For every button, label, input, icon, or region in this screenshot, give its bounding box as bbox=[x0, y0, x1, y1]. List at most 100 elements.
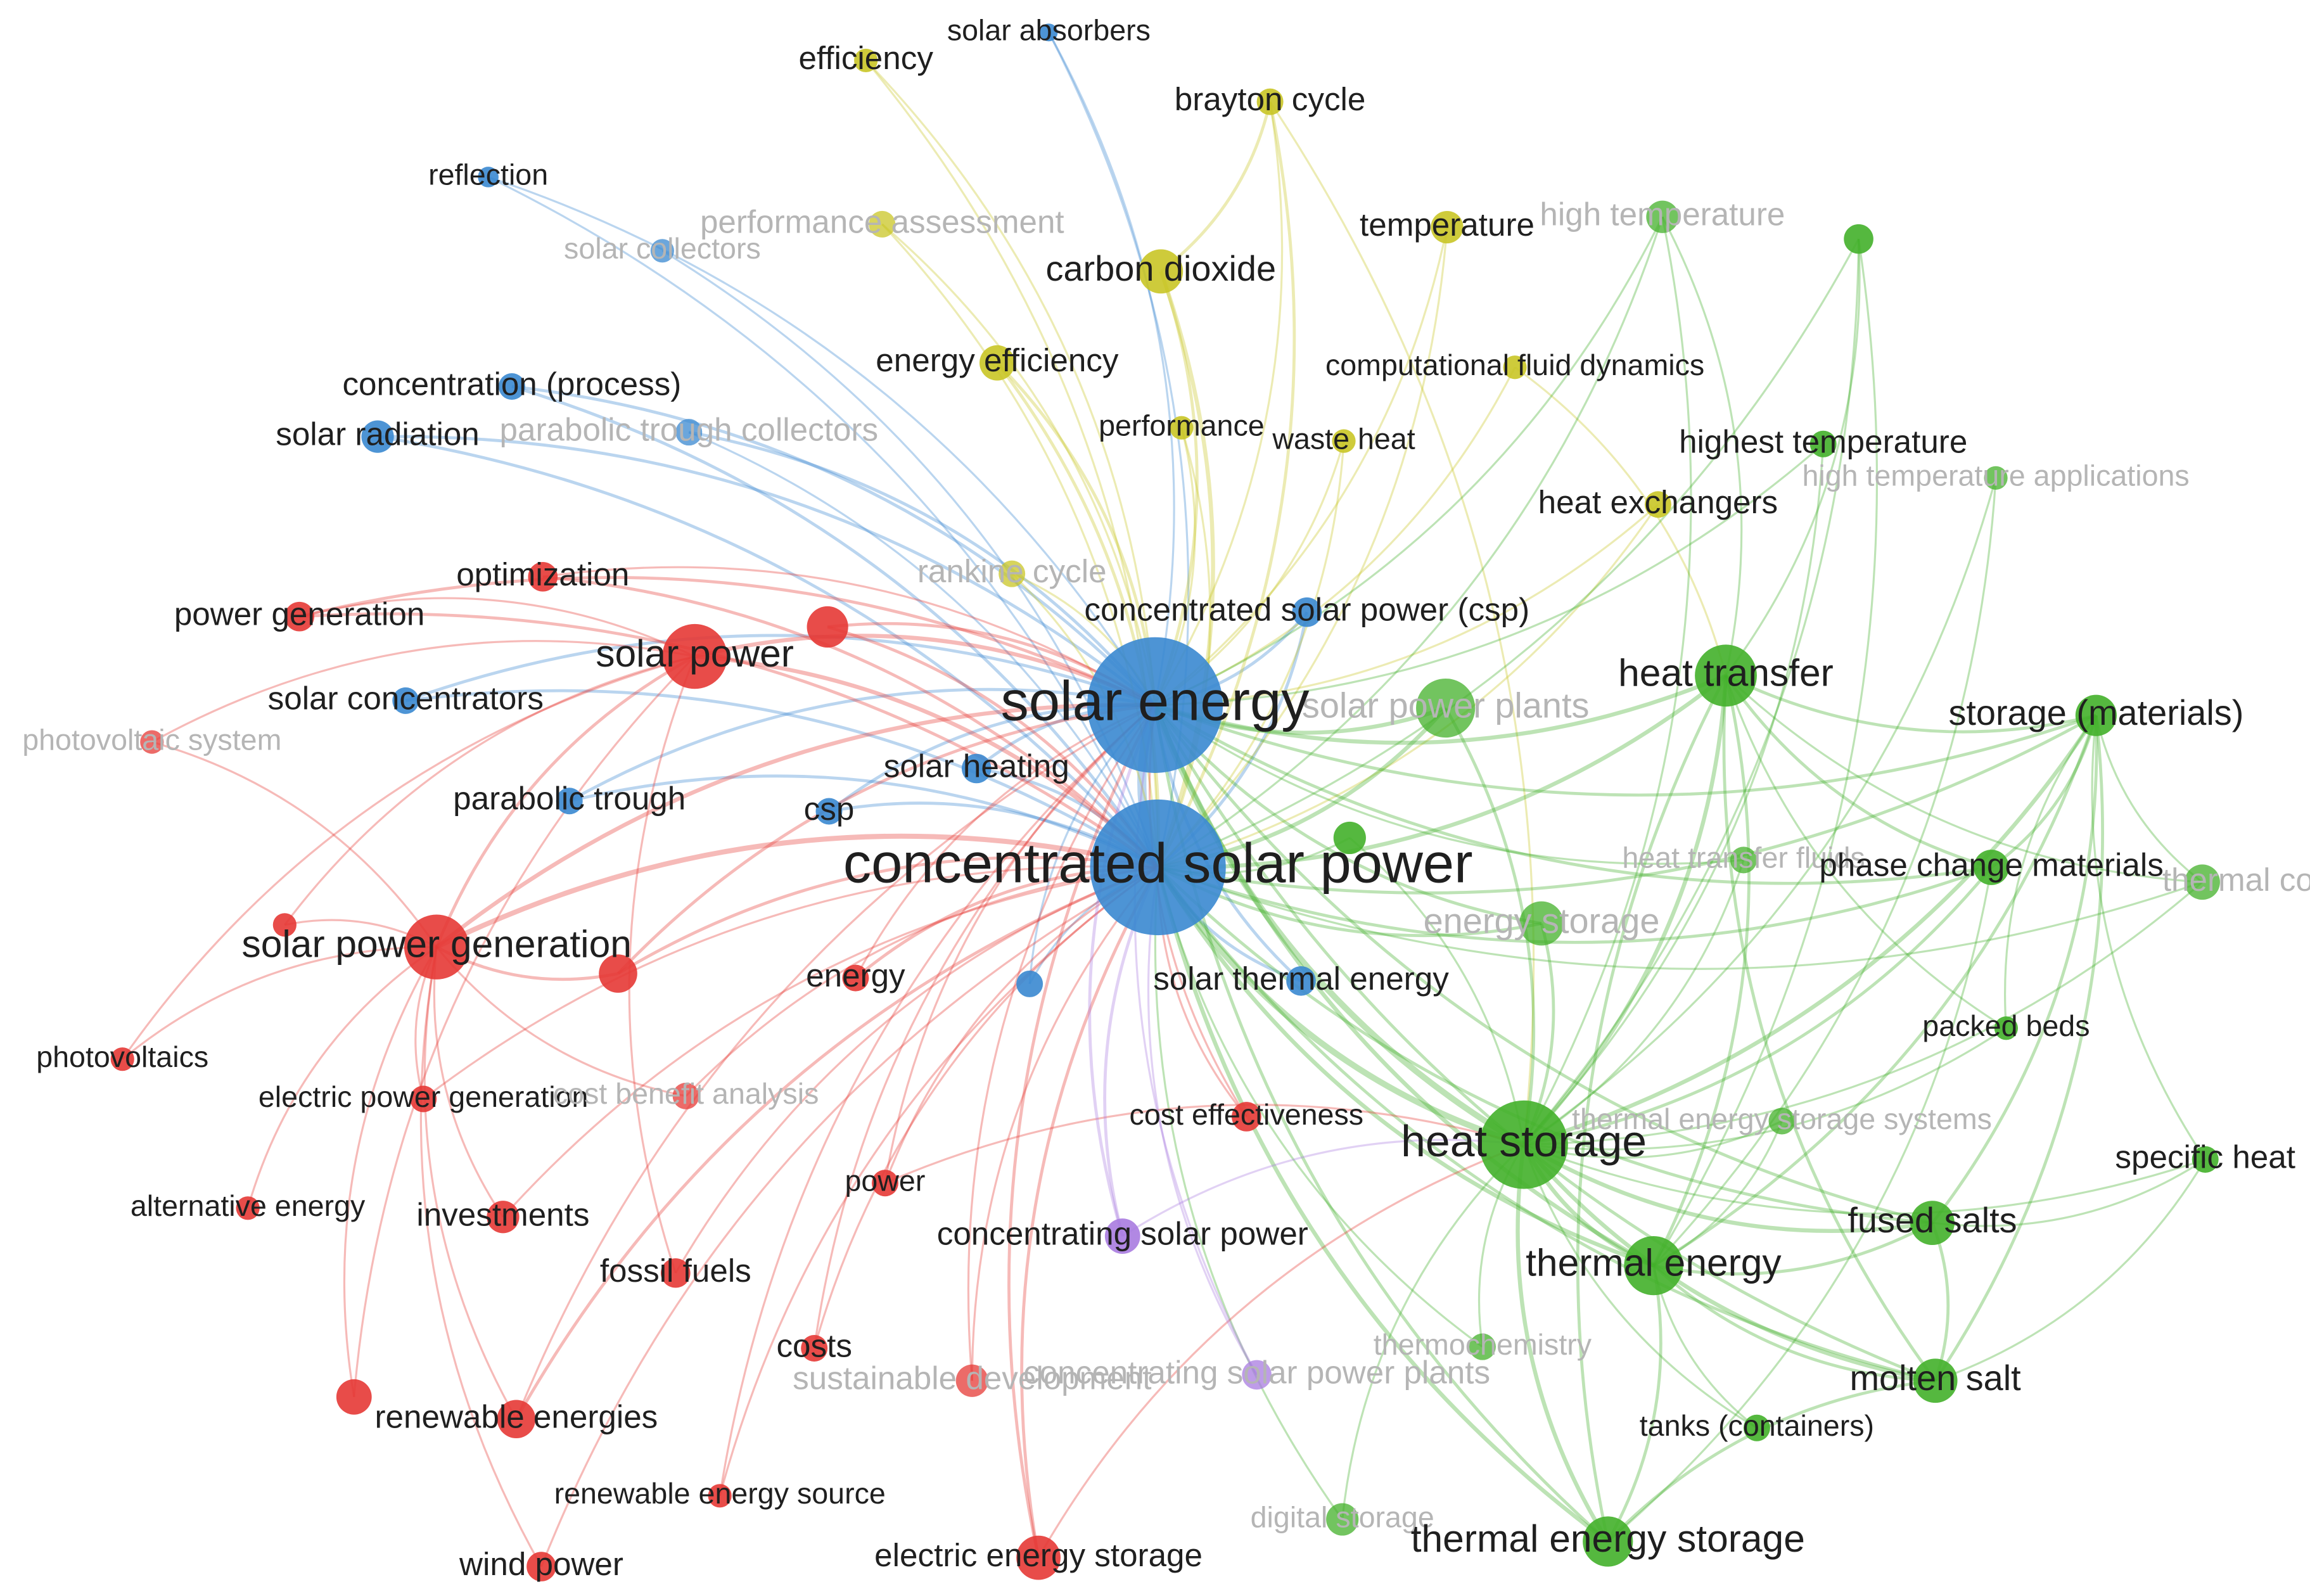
node-concentration-process[interactable] bbox=[498, 373, 525, 400]
node-packed-beds[interactable] bbox=[1994, 1016, 2018, 1040]
edge-molten-salt--specific-heat bbox=[1935, 1159, 2207, 1382]
edge-solar-energy--solar-radiation bbox=[377, 435, 1156, 706]
label-renewable-energies: renewable energies bbox=[375, 1398, 658, 1434]
node-parabolic-trough[interactable] bbox=[556, 788, 583, 815]
edge-solar-energy--heat-transfer bbox=[1154, 674, 1727, 745]
node-blue-unlabeled[interactable] bbox=[1016, 970, 1043, 997]
label-computational-fluid-dynamics: computational fluid dynamics bbox=[1325, 348, 1704, 381]
edge-solar-power-generation--red-unlabeled-bottom-left bbox=[343, 946, 438, 1398]
label-thermal-energy: thermal energy bbox=[1526, 1241, 1782, 1284]
edge-fused-salts--storage-materials bbox=[1931, 715, 2098, 1224]
node-renewable-energy-source[interactable] bbox=[708, 1484, 732, 1508]
edge-solar-power-generation--wind-power bbox=[419, 947, 542, 1567]
node-green-unlabeled-mid[interactable] bbox=[1333, 821, 1366, 855]
node-solar-power-generation[interactable] bbox=[404, 914, 469, 980]
node-parabolic-trough-collectors[interactable] bbox=[675, 419, 703, 446]
label-parabolic-trough: parabolic trough bbox=[453, 781, 686, 817]
label-heat-storage: heat storage bbox=[1401, 1116, 1647, 1166]
node-solar-energy[interactable] bbox=[1087, 637, 1223, 773]
node-computational-fluid-dynamics[interactable] bbox=[1503, 355, 1527, 380]
node-solar-power[interactable] bbox=[662, 623, 727, 689]
node-heat-storage[interactable] bbox=[1479, 1100, 1568, 1189]
node-power-generation[interactable] bbox=[284, 601, 314, 632]
node-reflection[interactable] bbox=[478, 167, 499, 188]
node-carbon-dioxide[interactable] bbox=[1139, 249, 1184, 294]
edge-solar-energy--solar-absorbers bbox=[1047, 32, 1175, 706]
node-electric-power-generation[interactable] bbox=[410, 1085, 437, 1113]
node-performance[interactable] bbox=[1170, 416, 1194, 440]
label-heat-transfer: heat transfer bbox=[1618, 651, 1834, 694]
node-solar-radiation[interactable] bbox=[361, 420, 394, 453]
node-investments[interactable] bbox=[487, 1201, 520, 1234]
node-fused-salts[interactable] bbox=[1910, 1201, 1955, 1245]
node-red-unlabeled-bottom-left[interactable] bbox=[336, 1379, 372, 1415]
node-power[interactable] bbox=[871, 1170, 898, 1197]
node-waste-heat[interactable] bbox=[1332, 429, 1356, 453]
edge-concentrated-solar-power--investments bbox=[502, 866, 1158, 1218]
node-photovoltaics[interactable] bbox=[110, 1047, 134, 1071]
node-efficiency[interactable] bbox=[854, 48, 878, 73]
edge-solar-energy--highest-temperature bbox=[1154, 443, 1824, 706]
node-solar-power-plants[interactable] bbox=[1416, 678, 1476, 738]
node-alternative-energy[interactable] bbox=[236, 1196, 260, 1220]
node-thermal-conductivity[interactable] bbox=[2185, 864, 2220, 900]
node-energy-storage[interactable] bbox=[1519, 901, 1564, 946]
node-red-unlabeled-mid[interactable] bbox=[599, 954, 637, 993]
node-costs[interactable] bbox=[801, 1334, 828, 1362]
edge-concentrated-solar-power--temperature bbox=[1157, 227, 1448, 869]
node-green-unlabeled-top[interactable] bbox=[1844, 224, 1873, 254]
node-csp[interactable] bbox=[815, 798, 843, 825]
node-rankine-cycle[interactable] bbox=[999, 560, 1026, 587]
node-sustainable-development[interactable] bbox=[955, 1364, 988, 1397]
node-concentrating-solar-power[interactable] bbox=[1104, 1218, 1140, 1254]
node-cost-benefit-analysis[interactable] bbox=[672, 1082, 699, 1109]
node-concentrated-solar-power[interactable] bbox=[1090, 799, 1226, 936]
node-solar-thermal-energy[interactable] bbox=[1286, 966, 1316, 996]
node-electric-energy-storage[interactable] bbox=[1016, 1535, 1061, 1580]
node-solar-absorbers[interactable] bbox=[1040, 23, 1058, 42]
node-brayton-cycle[interactable] bbox=[1256, 88, 1284, 115]
edge-concentrated-solar-power--concentrating-solar-power-plants bbox=[1147, 867, 1258, 1376]
node-thermal-energy[interactable] bbox=[1624, 1236, 1683, 1296]
edge-heat-storage--electric-energy-storage bbox=[1037, 1144, 1524, 1559]
node-energy[interactable] bbox=[842, 964, 869, 992]
node-high-temperature[interactable] bbox=[1646, 200, 1679, 233]
node-performance-assessment[interactable] bbox=[869, 210, 896, 238]
node-renewable-energies[interactable] bbox=[497, 1400, 536, 1439]
node-wind-power[interactable] bbox=[526, 1552, 556, 1581]
node-solar-collectors[interactable] bbox=[650, 239, 674, 263]
node-highest-temperature[interactable] bbox=[1809, 430, 1837, 457]
node-cost-effectiveness[interactable] bbox=[1232, 1102, 1261, 1132]
node-concentrated-solar-power-csp[interactable] bbox=[1292, 597, 1322, 627]
edge-solar-energy--power bbox=[884, 704, 1156, 1184]
node-heat-exchangers[interactable] bbox=[1644, 491, 1671, 518]
node-heat-transfer[interactable] bbox=[1695, 644, 1757, 707]
node-fossil-fuels[interactable] bbox=[661, 1258, 691, 1288]
node-specific-heat[interactable] bbox=[2192, 1146, 2219, 1173]
label-solar-collectors: solar collectors bbox=[564, 232, 761, 265]
edge-solar-power--red-unlabeled-left bbox=[284, 655, 695, 926]
node-red-unlabeled-top[interactable] bbox=[807, 606, 848, 648]
node-thermal-energy-storage-systems[interactable] bbox=[1768, 1108, 1796, 1135]
node-molten-salt[interactable] bbox=[1913, 1358, 1958, 1403]
node-red-unlabeled-left[interactable] bbox=[272, 913, 297, 937]
node-temperature[interactable] bbox=[1431, 210, 1464, 244]
node-solar-heating[interactable] bbox=[961, 753, 992, 784]
node-thermochemistry[interactable] bbox=[1469, 1333, 1496, 1360]
node-tanks-containers[interactable] bbox=[1743, 1414, 1770, 1441]
node-heat-transfer-fluids[interactable] bbox=[1730, 846, 1757, 874]
edge-concentrated-solar-power--thermal-energy-storage bbox=[1156, 867, 1609, 1543]
node-photovoltaic-system[interactable] bbox=[140, 730, 164, 754]
edge-concentrated-solar-power--parabolic-trough bbox=[569, 774, 1159, 869]
node-optimization[interactable] bbox=[528, 562, 558, 592]
node-phase-change-materials[interactable] bbox=[1974, 850, 2010, 885]
node-concentrating-solar-power-plants[interactable] bbox=[1242, 1360, 1272, 1390]
node-thermal-energy-storage[interactable] bbox=[1583, 1516, 1633, 1567]
edge-solar-power--power-generation bbox=[299, 597, 696, 658]
node-energy-efficiency[interactable] bbox=[979, 345, 1015, 381]
node-solar-concentrators[interactable] bbox=[392, 687, 419, 714]
label-cost-effectiveness: cost effectiveness bbox=[1130, 1098, 1364, 1131]
node-high-temperature-applications[interactable] bbox=[1984, 466, 2008, 490]
node-storage-materials[interactable] bbox=[2075, 694, 2117, 736]
node-digital-storage[interactable] bbox=[1326, 1503, 1359, 1536]
